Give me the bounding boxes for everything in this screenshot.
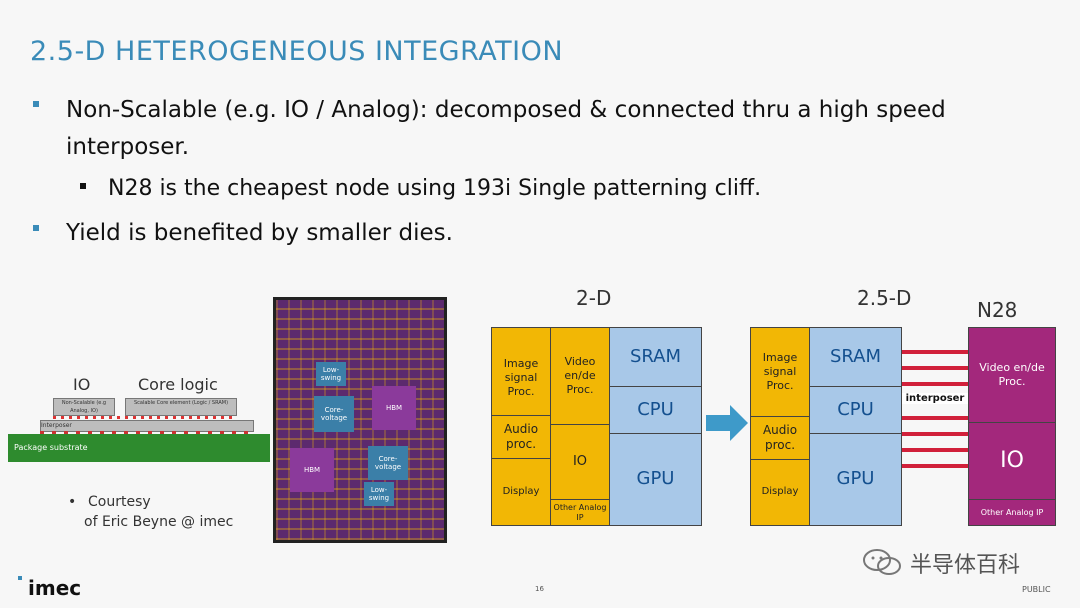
watermark-text: 半导体百科 [910, 553, 1021, 578]
io-label: IO [73, 375, 91, 394]
interposer-label: interposer [902, 393, 968, 404]
other-analog-block: Other Analog IP [968, 499, 1056, 526]
sram-block: SRAM [809, 327, 902, 387]
core-voltage-block: Core-voltage [314, 396, 354, 432]
core-voltage-block: Core-voltage [368, 446, 408, 480]
die-photo: Low-swing Core-voltage HBM HBM Core-volt… [273, 297, 447, 543]
bullet-1-line-1: Non-Scalable (e.g. IO / Analog): decompo… [66, 97, 946, 123]
bullet-2: Yield is benefited by smaller dies. [66, 220, 453, 246]
classification-label: PUBLIC [1022, 585, 1051, 594]
display-block: Display [750, 459, 810, 526]
courtesy-bullet: • [68, 494, 77, 510]
image-signal-proc-block: Image signal Proc. [491, 327, 551, 429]
interposer-links [902, 350, 968, 470]
image-signal-proc-block: Image signal Proc. [750, 327, 810, 417]
low-swing-block: Low-swing [364, 482, 394, 506]
video-proc-block: Video en/de Proc. [550, 327, 610, 425]
video-proc-block: Video en/de Proc. [968, 327, 1056, 423]
package-substrate: Package substrate [8, 434, 270, 462]
micro-bumps [53, 416, 235, 419]
core-logic-label: Core logic [138, 375, 218, 394]
gpu-block: GPU [609, 433, 702, 526]
wechat-icon [863, 549, 901, 575]
io-block: IO [968, 422, 1056, 500]
slide-title: 2.5-D HETEROGENEOUS INTEGRATION [30, 36, 564, 67]
scalable-die: Scalable Core element (Logic / SRAM) [125, 398, 237, 416]
cpu-block: CPU [609, 386, 702, 434]
imec-logo: imec [28, 576, 82, 600]
2-5d-heading: 2.5-D [857, 286, 912, 310]
die-wiring [276, 300, 444, 540]
bullet-1-line-2: interposer. [66, 134, 190, 160]
page-number: 16 [535, 585, 544, 593]
gpu-block: GPU [809, 433, 902, 526]
hbm-block: HBM [372, 386, 416, 430]
audio-proc-block: Audio proc. [750, 416, 810, 460]
bullet-marker [33, 101, 39, 107]
sram-block: SRAM [609, 327, 702, 387]
display-block: Display [491, 458, 551, 526]
io-block: IO [550, 424, 610, 500]
courtesy-line-1: Courtesy [88, 494, 151, 510]
hbm-block: HBM [290, 448, 334, 492]
low-swing-block: Low-swing [316, 362, 346, 386]
bullet-marker [33, 225, 39, 231]
sub-bullet: N28 is the cheapest node using 193i Sing… [108, 176, 762, 201]
n28-heading: N28 [977, 298, 1018, 322]
logo-dot [18, 576, 22, 580]
arrow-right-icon [706, 405, 748, 441]
other-analog-block: Other Analog IP [550, 499, 610, 526]
cpu-block: CPU [809, 386, 902, 434]
2d-heading: 2-D [576, 286, 612, 310]
cross-section-figure: IO Core logic Non-Scalable (e.g Analog, … [0, 370, 275, 470]
audio-proc-block: Audio proc. [491, 415, 551, 459]
non-scalable-die: Non-Scalable (e.g Analog, IO) [53, 398, 115, 416]
courtesy-line-2: of Eric Beyne @ imec [84, 514, 234, 530]
c4-bumps [40, 431, 252, 435]
sub-bullet-marker [80, 183, 86, 189]
